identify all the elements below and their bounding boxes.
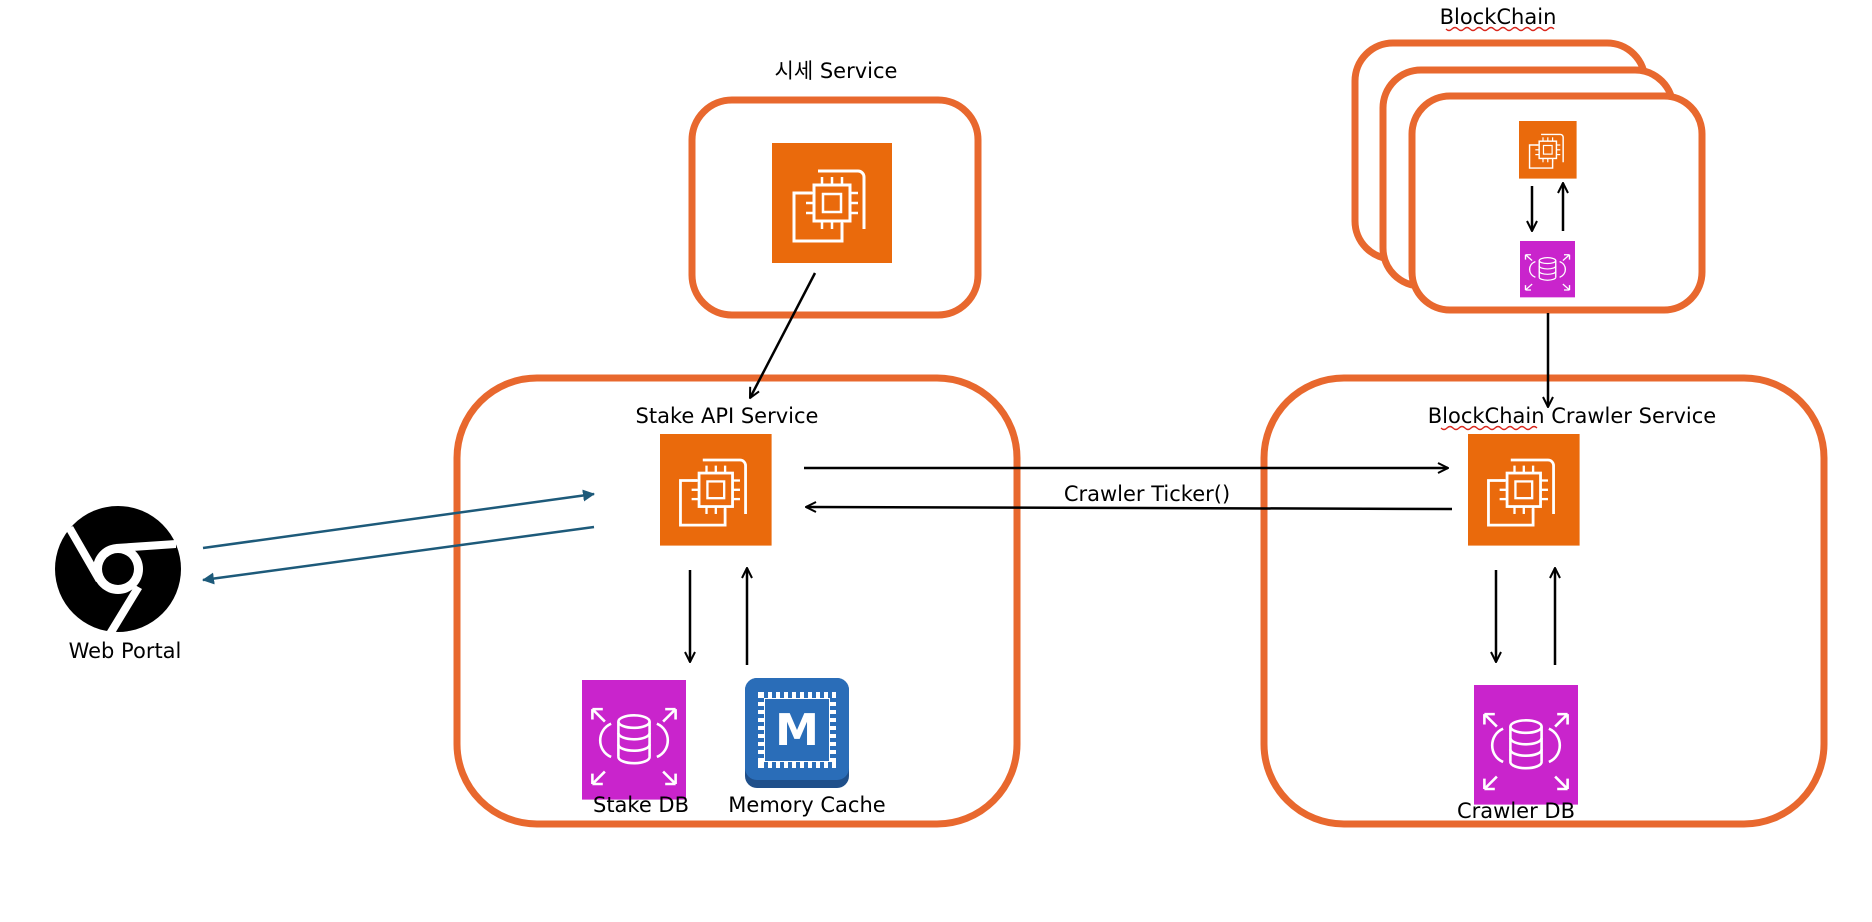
stake-db-label: Stake DB: [593, 793, 689, 817]
blockchain-db-icon: [1519, 240, 1576, 299]
memory-cache-label: Memory Cache: [728, 793, 885, 817]
crawler-db-icon: [1472, 683, 1580, 806]
sise-to-stake-api-arrow: [748, 272, 817, 398]
stake-db-icon: [580, 678, 688, 801]
crawler-to-stake-api-arrow: [806, 507, 1453, 509]
chrome-browser-icon: [55, 506, 181, 635]
sise-ec2-icon: [770, 141, 894, 265]
blockchain-node-frame-3: [1408, 92, 1706, 314]
memory-cache-letter: M: [775, 705, 819, 756]
memory-cache-chip-icon: M: [745, 678, 849, 788]
crawler-spellcheck-underline: [1440, 425, 1538, 431]
blockchain-label: BlockChain: [1440, 5, 1557, 29]
blockchain-ec2-icon: [1518, 120, 1578, 180]
web-portal-label: Web Portal: [69, 639, 182, 663]
portal-to-stake-api-arrow: [202, 489, 595, 550]
crawler-db-label: Crawler DB: [1457, 799, 1575, 823]
blockchain-spellcheck-underline: [1445, 26, 1555, 32]
sise-service-frame: [688, 96, 982, 319]
stake-api-ec2-icon: [658, 432, 773, 547]
stake-api-service-label: Stake API Service: [636, 404, 819, 428]
crawler-service-frame: [1260, 374, 1828, 828]
stake-api-service-frame: [453, 374, 1021, 828]
stake-api-to-portal-arrow: [202, 525, 595, 585]
crawler-service-label: BlockChain Crawler Service: [1428, 404, 1716, 428]
crawler-ec2-icon: [1466, 432, 1581, 547]
crawler-ticker-label: Crawler Ticker(): [1064, 482, 1230, 506]
sise-service-label: 시세 Service: [775, 59, 898, 83]
